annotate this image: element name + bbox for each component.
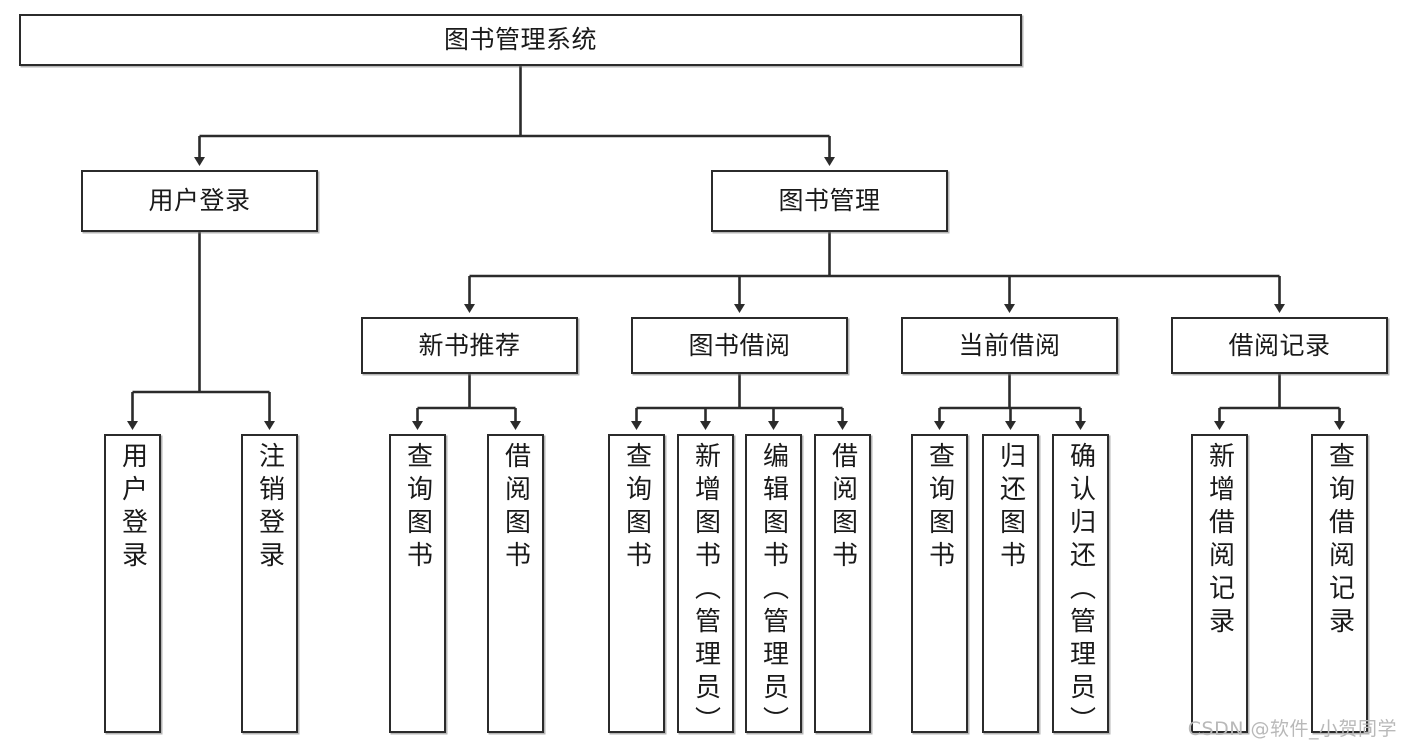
node-leaf-add-book-admin[interactable]: 新增图书（管理员） (677, 434, 734, 739)
node-leaf-borrow-book-2[interactable]: 借阅图书 (814, 434, 871, 733)
node-label: 借阅记录 (1228, 330, 1331, 360)
node-leaf-borrow-book-1[interactable]: 借阅图书 (487, 434, 544, 733)
node-root-system[interactable]: 图书管理系统 (19, 14, 1022, 66)
node-leaf-query-borrow-record[interactable]: 查询借阅记录 (1311, 434, 1368, 733)
node-leaf-query-book-2[interactable]: 查询图书 (608, 434, 665, 733)
node-label: 当前借阅 (958, 330, 1061, 360)
node-label: 查询图书 (402, 442, 433, 574)
node-leaf-query-book-3[interactable]: 查询图书 (911, 434, 968, 733)
node-label: 确认归还（管理员） (1065, 442, 1096, 739)
node-leaf-user-login[interactable]: 用户登录 (104, 434, 161, 733)
node-leaf-add-borrow-record[interactable]: 新增借阅记录 (1191, 434, 1248, 733)
watermark-text: CSDN @软件_小贺同学 (1187, 718, 1397, 740)
node-label: 查询图书 (621, 442, 652, 574)
node-label: 查询借阅记录 (1324, 442, 1355, 640)
node-leaf-logout-login[interactable]: 注销登录 (241, 434, 298, 733)
node-current-borrow[interactable]: 当前借阅 (901, 317, 1118, 374)
node-label: 借阅图书 (500, 442, 531, 574)
node-borrow-record[interactable]: 借阅记录 (1171, 317, 1388, 374)
node-leaf-return-book[interactable]: 归还图书 (982, 434, 1039, 733)
node-leaf-edit-book-admin[interactable]: 编辑图书（管理员） (745, 434, 802, 739)
node-label: 新增图书（管理员） (690, 442, 721, 739)
node-label: 用户登录 (148, 186, 251, 216)
node-label: 图书管理 (778, 186, 881, 216)
node-label: 新增借阅记录 (1204, 442, 1235, 640)
node-label: 借阅图书 (827, 442, 858, 574)
node-leaf-confirm-return-admin[interactable]: 确认归还（管理员） (1052, 434, 1109, 739)
node-new-book-recommend[interactable]: 新书推荐 (361, 317, 578, 374)
node-label: 用户登录 (117, 442, 148, 574)
node-book-borrow[interactable]: 图书借阅 (631, 317, 848, 374)
node-label: 注销登录 (254, 442, 285, 574)
node-label: 查询图书 (924, 442, 955, 574)
node-label: 图书借阅 (688, 330, 791, 360)
node-book-management[interactable]: 图书管理 (711, 170, 948, 232)
node-label: 图书管理系统 (443, 25, 597, 55)
node-leaf-query-book-1[interactable]: 查询图书 (389, 434, 446, 733)
node-label: 新书推荐 (418, 330, 521, 360)
node-label: 归还图书 (995, 442, 1026, 574)
node-label: 编辑图书（管理员） (758, 442, 789, 739)
node-user-login[interactable]: 用户登录 (81, 170, 318, 232)
